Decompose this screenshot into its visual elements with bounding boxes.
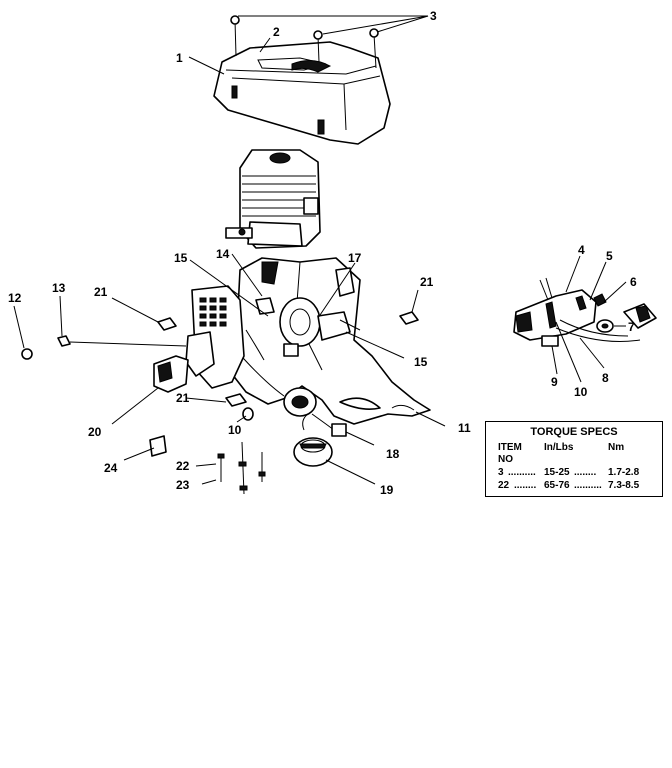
callout-18: 18 — [386, 447, 400, 461]
header-no: NO — [498, 454, 513, 465]
row-in-lbs: 65-76 — [544, 480, 570, 491]
boot-part — [149, 435, 167, 457]
pin — [57, 335, 71, 347]
row-dots: .......... — [574, 480, 602, 491]
rear-handle-plate — [185, 285, 245, 389]
row-dots: .......... — [508, 467, 536, 478]
switch-assembly — [513, 277, 657, 347]
callout-15-right: 15 — [414, 355, 428, 369]
row-dots: ........ — [514, 480, 537, 491]
isolator-pad — [225, 393, 247, 407]
row-nm: 7.3-8.5 — [608, 480, 640, 491]
callout-13: 13 — [52, 281, 66, 295]
callout-11: 11 — [458, 421, 471, 435]
callout-8: 8 — [602, 371, 609, 385]
callout-labels: 1 2 3 4 5 6 7 8 9 10 10 11 12 13 14 15 1… — [8, 9, 637, 497]
callout-23: 23 — [176, 478, 190, 492]
screw — [258, 452, 266, 482]
callout-20: 20 — [88, 425, 102, 439]
callout-9: 9 — [551, 375, 558, 389]
screw — [238, 441, 248, 495]
callout-7: 7 — [628, 320, 635, 334]
ring-seal — [242, 407, 254, 421]
callout-1: 1 — [176, 51, 183, 65]
callout-19: 19 — [380, 483, 394, 497]
mount-block — [153, 355, 189, 393]
row-item: 3 — [498, 467, 504, 478]
callout-4: 4 — [578, 243, 585, 257]
row-dots: ........ — [574, 467, 597, 478]
callout-15-upper: 15 — [174, 251, 188, 265]
callout-5: 5 — [606, 249, 613, 263]
isolator-pad — [399, 311, 419, 325]
cover-screw — [369, 28, 379, 69]
torque-specs-title: TORQUE SPECS — [530, 426, 618, 438]
header-in-lbs: In/Lbs — [544, 442, 574, 453]
callout-3: 3 — [430, 9, 437, 23]
callout-10-ring: 10 — [228, 423, 242, 437]
row-item: 22 — [498, 480, 510, 491]
callout-17: 17 — [348, 251, 362, 265]
cover-screw — [230, 15, 240, 57]
fuel-filter — [283, 387, 347, 437]
callout-6: 6 — [630, 275, 637, 289]
row-in-lbs: 15-25 — [544, 467, 570, 478]
grommet — [21, 348, 33, 360]
fuel-cap — [293, 413, 333, 467]
callout-24: 24 — [104, 461, 118, 475]
callout-21-right: 21 — [420, 275, 434, 289]
callout-10-switch: 10 — [574, 385, 588, 399]
row-nm: 1.7-2.8 — [608, 467, 640, 478]
torque-specs-table: TORQUE SPECS ITEM In/Lbs Nm NO 3 .......… — [485, 421, 663, 497]
callout-12: 12 — [8, 291, 22, 305]
callout-22: 22 — [176, 459, 190, 473]
engine-cylinder — [225, 149, 321, 249]
leader-lines — [13, 15, 627, 485]
top-cover — [213, 41, 391, 145]
screw — [217, 453, 225, 482]
callout-2: 2 — [273, 25, 280, 39]
callout-21-left: 21 — [94, 285, 108, 299]
cover-screw — [313, 30, 323, 63]
isolator-pad — [157, 317, 177, 331]
callout-21-lower: 21 — [176, 391, 190, 405]
callout-14: 14 — [216, 247, 230, 261]
main-housing — [227, 257, 431, 425]
header-item: ITEM — [498, 442, 522, 453]
header-nm: Nm — [608, 442, 625, 453]
